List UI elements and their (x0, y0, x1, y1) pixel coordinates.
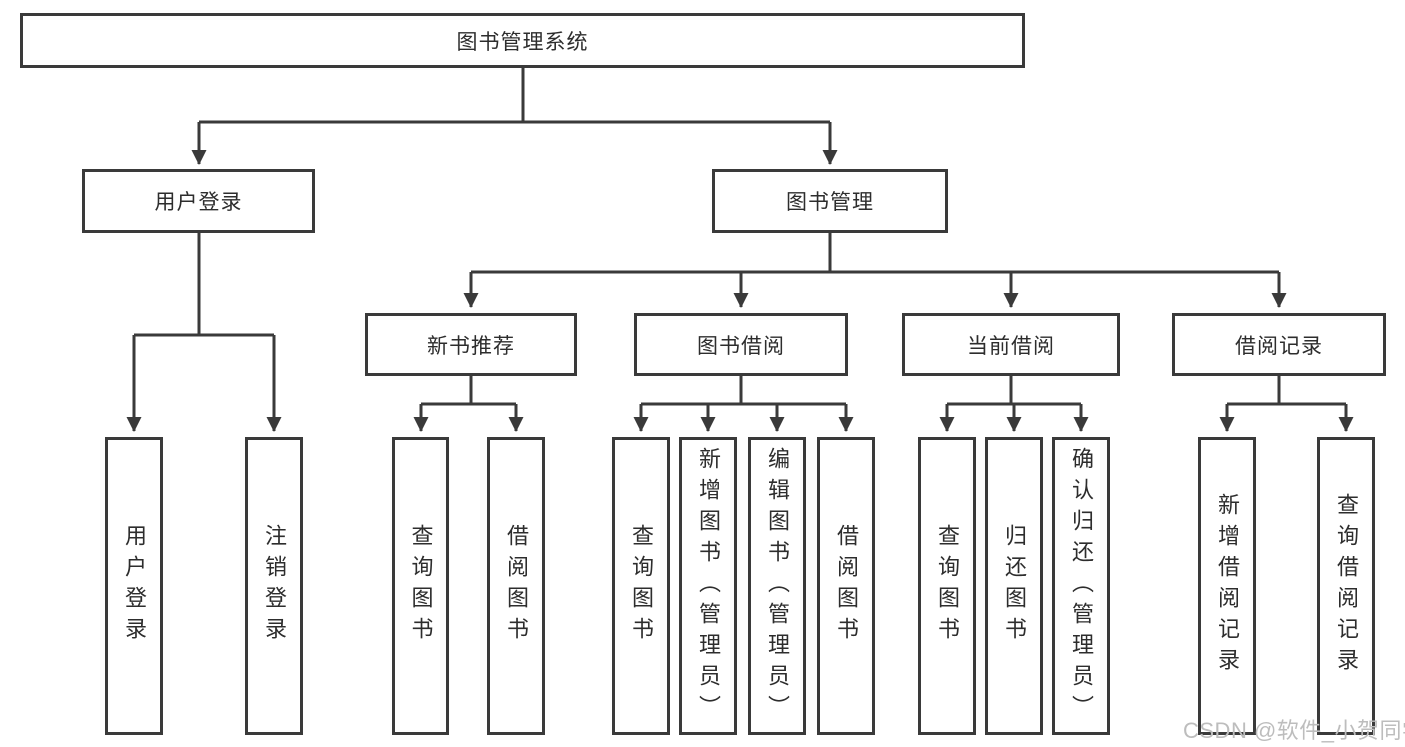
leaf-current-confirm-return-admin: 确认归还（管理员） (1052, 437, 1110, 735)
leaf-borrow-add-books-admin-label: 新增图书（管理员） (696, 446, 721, 726)
node-user-login-label: 用户登录 (154, 191, 243, 214)
node-book-borrow: 图书借阅 (634, 313, 848, 376)
leaf-borrow-add-books-admin: 新增图书（管理员） (679, 437, 737, 735)
leaf-borrow-edit-books-admin-label: 编辑图书（管理员） (765, 446, 790, 726)
leaf-logout-label: 注销登录 (262, 524, 287, 648)
leaf-borrow-edit-books-admin: 编辑图书（管理员） (748, 437, 806, 735)
leaf-records-query-record-label: 查询借阅记录 (1334, 493, 1359, 679)
node-book-borrow-label: 图书借阅 (697, 334, 785, 358)
node-root-label: 图书管理系统 (456, 30, 589, 54)
leaf-current-confirm-return-admin-label: 确认归还（管理员） (1069, 446, 1094, 726)
leaf-borrow-borrow-books-label: 借阅图书 (834, 524, 859, 648)
node-borrow-records-label: 借阅记录 (1235, 334, 1323, 358)
leaf-current-return-books-label: 归还图书 (1002, 524, 1027, 648)
leaf-records-add-record-label: 新增借阅记录 (1215, 493, 1240, 679)
leaf-borrow-borrow-books: 借阅图书 (817, 437, 875, 735)
node-current-borrow-label: 当前借阅 (967, 334, 1055, 358)
node-book-management-label: 图书管理 (786, 191, 874, 214)
leaf-user-login: 用户登录 (105, 437, 163, 735)
leaf-newbooks-query-books-label: 查询图书 (408, 524, 434, 648)
leaf-logout: 注销登录 (245, 437, 303, 735)
leaf-newbooks-query-books: 查询图书 (392, 437, 449, 735)
csdn-watermark: CSDN @软件_小贺同学 (1183, 718, 1405, 743)
node-current-borrow: 当前借阅 (902, 313, 1120, 376)
leaf-current-return-books: 归还图书 (985, 437, 1043, 735)
leaf-newbooks-borrow-books-label: 借阅图书 (504, 524, 529, 648)
leaf-records-add-record: 新增借阅记录 (1198, 437, 1256, 735)
leaf-current-query-books-label: 查询图书 (935, 524, 960, 648)
node-new-book-recommend: 新书推荐 (365, 313, 577, 376)
node-borrow-records: 借阅记录 (1172, 313, 1386, 376)
leaf-newbooks-borrow-books: 借阅图书 (487, 437, 545, 735)
leaf-current-query-books: 查询图书 (918, 437, 976, 735)
leaf-user-login-label: 用户登录 (122, 524, 147, 648)
leaf-borrow-query-books-label: 查询图书 (629, 524, 654, 648)
leaf-borrow-query-books: 查询图书 (612, 437, 670, 735)
node-new-book-recommend-label: 新书推荐 (427, 334, 515, 358)
node-user-login: 用户登录 (82, 169, 315, 233)
node-book-management: 图书管理 (712, 169, 948, 233)
node-root: 图书管理系统 (20, 13, 1025, 68)
leaf-records-query-record: 查询借阅记录 (1317, 437, 1375, 735)
